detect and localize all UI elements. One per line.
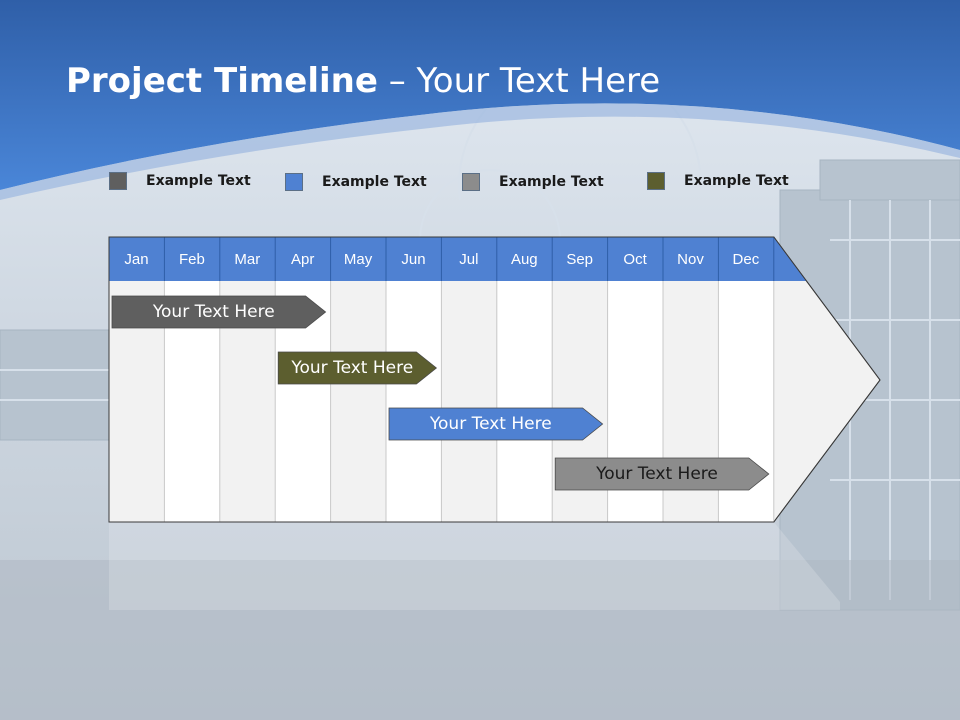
month-label: Dec xyxy=(732,250,760,268)
page-title: Project Timeline – Your Text Here xyxy=(66,58,660,104)
timeline-arrow-outline xyxy=(108,236,881,523)
month-label: Apr xyxy=(291,250,315,268)
month-label: May xyxy=(343,250,373,268)
legend-swatch xyxy=(109,172,127,190)
month-label: Jun xyxy=(401,250,426,268)
month-label: Sep xyxy=(566,250,594,268)
legend-label: Example Text xyxy=(684,173,789,189)
timeline-reflection xyxy=(109,522,840,610)
timeline-bar-label: Your Text Here xyxy=(152,302,275,322)
title-bold: Project Timeline xyxy=(66,61,378,101)
legend-label: Example Text xyxy=(499,174,604,190)
title-rest: – Your Text Here xyxy=(377,61,661,101)
month-label: Jan xyxy=(124,250,149,268)
legend-label: Example Text xyxy=(146,173,251,189)
timeline-bar xyxy=(277,351,438,385)
month-header-strip xyxy=(109,237,807,281)
month-column xyxy=(386,281,442,522)
legend-swatch xyxy=(285,173,303,191)
month-label: Nov xyxy=(677,250,704,268)
legend-swatch xyxy=(462,173,480,191)
timeline-bar xyxy=(388,407,604,441)
legend-swatch xyxy=(647,172,665,190)
timeline-bar-label: Your Text Here xyxy=(596,464,718,484)
month-label: Jul xyxy=(459,250,479,268)
month-label: Mar xyxy=(234,250,261,268)
month-label: Oct xyxy=(623,250,647,268)
month-label: Aug xyxy=(510,250,538,268)
month-label: Feb xyxy=(178,250,205,268)
legend-label: Example Text xyxy=(322,174,427,190)
timeline-bar-label: Your Text Here xyxy=(429,414,552,434)
timeline-bar-label: Your Text Here xyxy=(291,358,414,378)
timeline-bar xyxy=(554,457,770,491)
month-column xyxy=(496,281,553,522)
timeline-bar xyxy=(111,295,327,329)
